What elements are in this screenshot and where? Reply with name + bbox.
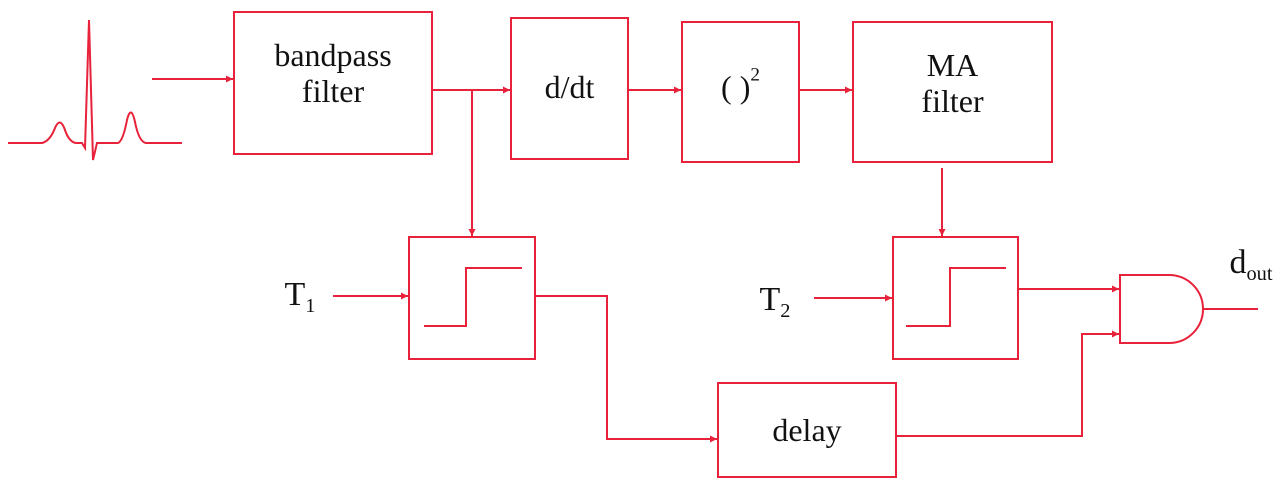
threshold-2-label: T2	[749, 281, 801, 323]
ma-filter-box	[852, 21, 1053, 163]
threshold-1-label: T1	[274, 276, 326, 318]
and-gate-icon	[1119, 274, 1204, 344]
bandpass-label-line-1: bandpass	[274, 37, 392, 73]
ma-label-line-2: filter	[921, 82, 984, 119]
output-label: dout	[1218, 244, 1284, 286]
bandpass-filter-box	[233, 11, 433, 155]
step-comparator-icon	[906, 267, 1006, 327]
threshold-2-box	[892, 236, 1019, 360]
delay-box	[717, 382, 897, 478]
derivative-label: d/dt	[511, 69, 628, 106]
output-subscript: out	[1246, 263, 1273, 286]
threshold-1-box	[408, 236, 536, 360]
t2-subscript: 2	[780, 300, 791, 323]
wire-threshold-1-to-delay	[535, 295, 717, 443]
step-comparator-icon	[424, 267, 522, 327]
ma-label-line-1: MA	[926, 47, 979, 83]
bandpass-label-line-2: filter	[301, 72, 365, 109]
square-label: ( )2	[682, 66, 799, 106]
ma-filter-label: MA filter	[853, 47, 1052, 120]
output-base: d	[1229, 244, 1247, 281]
derivative-label-text: d/dt	[544, 69, 595, 105]
square-label-exponent: 2	[750, 64, 760, 86]
square-label-base: ( )	[721, 69, 751, 105]
bandpass-filter-label: bandpass filter	[234, 37, 432, 110]
derivative-box	[510, 17, 629, 160]
t2-base: T	[759, 281, 781, 318]
t1-base: T	[284, 276, 306, 313]
delay-label-text: delay	[772, 412, 842, 448]
delay-label: delay	[718, 412, 896, 449]
ecg-waveform-icon	[8, 19, 182, 161]
square-box	[681, 21, 800, 163]
wire-delay-to-gate	[896, 330, 1119, 437]
t1-subscript: 1	[305, 295, 316, 318]
